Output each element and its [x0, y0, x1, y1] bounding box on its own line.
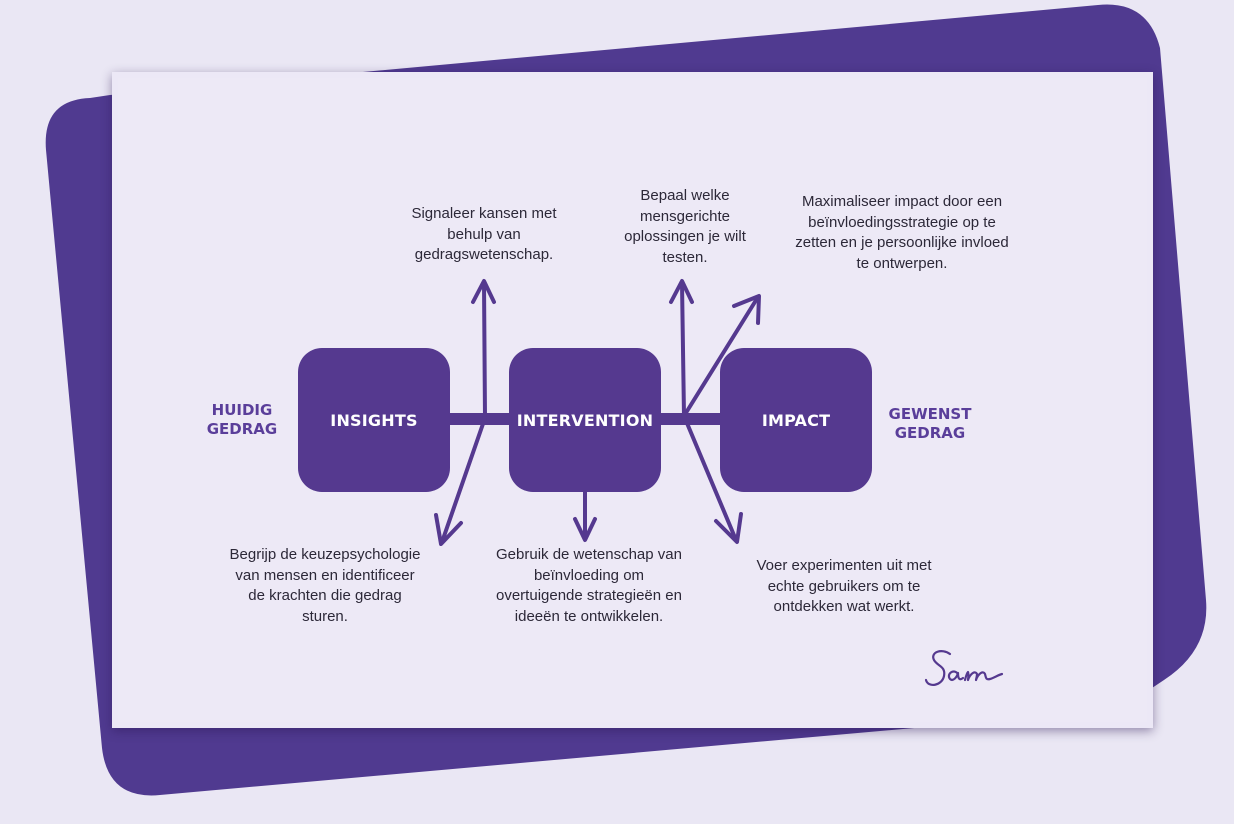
note-line: van mensen en identificeer	[235, 566, 415, 584]
note-line: zetten en je persoonlijke invloed	[795, 234, 1009, 251]
start-label-line: GEDRAG	[206, 420, 278, 438]
note-line: mensgerichte	[639, 207, 731, 225]
note-line: Voer experimenten uit met	[756, 557, 932, 574]
note-line: ontdekken wat werkt.	[773, 598, 915, 615]
note-impact-top: Maximaliseer impact door een beïnvloedin…	[758, 192, 1046, 274]
note-insights-bottom: Begrijp de keuzepsychologie van mensen e…	[190, 545, 460, 627]
stage-insights: INSIGHTS	[298, 348, 450, 492]
note-line: de krachten die gedrag	[248, 587, 402, 604]
note-insights-top: Signaleer kansen met behulp van gedragsw…	[370, 204, 598, 266]
stage-intervention: INTERVENTION	[509, 348, 661, 492]
note-line: sturen.	[302, 607, 348, 625]
note-line: ideeën te ontwikkelen.	[514, 607, 664, 625]
end-label-line: GEWENST	[888, 405, 972, 423]
note-line: beïnvloeding om	[533, 566, 645, 584]
note-impact-bottom: Voer experimenten uit met echte gebruike…	[728, 556, 960, 618]
start-label: HUIDIG GEDRAG	[196, 401, 288, 439]
note-line: oplossingen je wilt	[624, 228, 746, 245]
note-line: echte gebruikers om te	[767, 577, 921, 595]
note-line: Bepaal welke	[640, 187, 730, 204]
signature-logo	[924, 650, 1004, 686]
note-line: Maximaliseer impact door een	[801, 193, 1003, 210]
note-line: overtuigende strategieën en	[496, 587, 682, 604]
end-label-line: GEDRAG	[894, 424, 966, 442]
start-label-line: HUIDIG	[211, 401, 273, 419]
stage-impact: IMPACT	[720, 348, 872, 492]
note-line: Begrijp de keuzepsychologie	[229, 546, 421, 563]
note-intervention-top: Bepaal welke mensgerichte oplossingen je…	[595, 186, 775, 268]
note-line: behulp van	[447, 225, 521, 243]
end-label: GEWENST GEDRAG	[878, 405, 982, 443]
stage-label: INTERVENTION	[516, 410, 654, 430]
note-intervention-bottom: Gebruik de wetenschap van beïnvloeding o…	[458, 545, 720, 627]
stage-label: INSIGHTS	[330, 410, 418, 430]
note-line: Gebruik de wetenschap van	[496, 546, 682, 563]
note-line: gedragswetenschap.	[414, 246, 554, 263]
note-line: Signaleer kansen met	[411, 205, 557, 222]
stage-label: IMPACT	[761, 410, 831, 430]
note-line: beïnvloedingsstrategie op te	[808, 213, 996, 231]
note-line: testen.	[662, 248, 708, 266]
note-line: te ontwerpen.	[856, 254, 948, 272]
